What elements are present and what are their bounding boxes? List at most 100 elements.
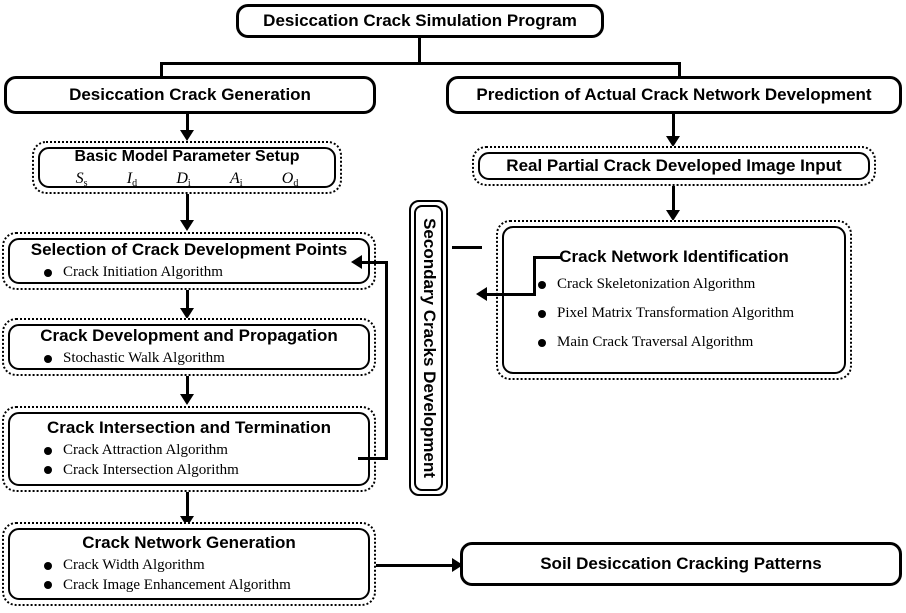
arrowhead-output xyxy=(452,558,463,572)
connector-right-1 xyxy=(672,114,675,140)
network-generation-bullets: Crack Width Algorithm Crack Image Enhanc… xyxy=(10,556,368,596)
list-item: Main Crack Traversal Algorithm xyxy=(504,333,844,353)
bullet-dot-icon xyxy=(538,281,546,290)
node-secondary-cracks-development: Secondary Cracks Development xyxy=(409,200,448,496)
node-crack-network-identification: Crack Network Identification Crack Skele… xyxy=(496,220,852,380)
connector-split-right xyxy=(678,62,681,78)
bullet-dot-icon xyxy=(44,561,52,570)
node-basic-model-parameter-setup: Basic Model Parameter Setup Ss Id Di Ai … xyxy=(32,141,342,194)
left-branch-box: Desiccation Crack Generation xyxy=(4,76,376,114)
intersection-bullets: Crack Attraction Algorithm Crack Interse… xyxy=(10,441,368,481)
list-item: Crack Image Enhancement Algorithm xyxy=(10,576,368,596)
list-item: Crack Width Algorithm xyxy=(10,556,368,576)
param-symbol-Id: Id xyxy=(126,169,138,188)
param-symbol-Ss: Ss xyxy=(75,169,88,188)
image-input-title: Real Partial Crack Developed Image Input xyxy=(506,156,842,175)
identification-title: Crack Network Identification xyxy=(559,247,789,267)
connector-split-bar xyxy=(160,62,680,65)
output-box: Soil Desiccation Cracking Patterns xyxy=(460,542,902,586)
param-symbol-Di: Di xyxy=(176,169,191,188)
list-item: Crack Initiation Algorithm xyxy=(10,263,368,282)
connector-left-3 xyxy=(186,290,189,312)
bullet-dot-icon xyxy=(538,338,546,347)
development-title: Crack Development and Propagation xyxy=(40,325,338,345)
selection-title: Selection of Crack Development Points xyxy=(30,239,348,259)
arrowhead-left-1 xyxy=(180,130,194,141)
list-item: Pixel Matrix Transformation Algorithm xyxy=(504,304,844,324)
bullet-text: Crack Initiation Algorithm xyxy=(63,263,223,280)
connector-output-h xyxy=(376,564,460,567)
basic-model-title: Basic Model Parameter Setup xyxy=(74,147,300,165)
arrowhead-right-2 xyxy=(666,210,680,221)
arrowhead-ident-to-vert xyxy=(476,287,487,301)
bullet-dot-icon xyxy=(44,446,52,455)
connector-ident-stub xyxy=(533,256,561,259)
left-branch-title: Desiccation Crack Generation xyxy=(69,84,311,104)
connector-left-5 xyxy=(186,492,189,520)
basic-model-inner: Basic Model Parameter Setup Ss Id Di Ai … xyxy=(38,147,336,188)
list-item: Crack Skeletonization Algorithm xyxy=(504,275,844,295)
right-branch-title: Prediction of Actual Crack Network Devel… xyxy=(476,84,872,104)
bullet-text: Crack Width Algorithm xyxy=(63,556,205,573)
secondary-cracks-inner: Secondary Cracks Development xyxy=(414,205,443,491)
bullet-text: Stochastic Walk Algorithm xyxy=(63,349,225,366)
node-crack-network-generation: Crack Network Generation Crack Width Alg… xyxy=(2,522,376,606)
selection-inner: Selection of Crack Development Points Cr… xyxy=(8,238,370,284)
selection-bullets: Crack Initiation Algorithm xyxy=(10,263,368,282)
list-item: Stochastic Walk Algorithm xyxy=(10,349,368,368)
root-box: Desiccation Crack Simulation Program xyxy=(236,4,604,38)
arrowhead-feedback xyxy=(351,255,362,269)
parameter-symbol-row: Ss Id Di Ai Od xyxy=(40,169,334,188)
connector-left-4 xyxy=(186,376,189,398)
bullet-dot-icon xyxy=(44,268,52,277)
network-generation-title: Crack Network Generation xyxy=(82,532,296,552)
node-crack-intersection-and-termination: Crack Intersection and Termination Crack… xyxy=(2,406,376,492)
intersection-title: Crack Intersection and Termination xyxy=(46,417,332,437)
arrowhead-left-5 xyxy=(180,516,194,527)
node-selection-of-crack-development-points: Selection of Crack Development Points Cr… xyxy=(2,232,376,290)
intersection-inner: Crack Intersection and Termination Crack… xyxy=(8,412,370,486)
bullet-dot-icon xyxy=(538,309,546,318)
arrowhead-left-3 xyxy=(180,308,194,319)
arrowhead-left-2 xyxy=(180,220,194,231)
node-crack-development-and-propagation: Crack Development and Propagation Stocha… xyxy=(2,318,376,376)
node-root-program: Desiccation Crack Simulation Program xyxy=(236,4,604,38)
secondary-cracks-label: Secondary Cracks Development xyxy=(419,218,439,478)
root-title: Desiccation Crack Simulation Program xyxy=(263,10,577,30)
connector-ident-to-vert-h xyxy=(484,293,536,296)
bullet-dot-icon xyxy=(44,354,52,363)
param-symbol-Ai: Ai xyxy=(229,169,243,188)
connector-root-stem xyxy=(418,38,421,65)
bullet-text: Crack Skeletonization Algorithm xyxy=(557,276,756,293)
connector-ident-to-vert-v xyxy=(533,256,536,296)
bullet-text: Crack Intersection Algorithm xyxy=(63,461,239,478)
right-branch-box: Prediction of Actual Crack Network Devel… xyxy=(446,76,902,114)
node-left-branch: Desiccation Crack Generation xyxy=(4,76,376,114)
image-input-inner: Real Partial Crack Developed Image Input xyxy=(478,152,870,180)
network-generation-inner: Crack Network Generation Crack Width Alg… xyxy=(8,528,370,600)
connector-feedback-top xyxy=(360,261,388,264)
output-title: Soil Desiccation Cracking Patterns xyxy=(540,553,822,573)
bullet-text: Main Crack Traversal Algorithm xyxy=(557,333,754,350)
connector-feedback-vertical xyxy=(385,261,388,460)
development-inner: Crack Development and Propagation Stocha… xyxy=(8,324,370,370)
list-item: Crack Intersection Algorithm xyxy=(10,461,368,481)
connector-left-2 xyxy=(186,194,189,224)
bullet-dot-icon xyxy=(44,466,52,475)
node-soil-desiccation-cracking-patterns: Soil Desiccation Cracking Patterns xyxy=(460,542,902,586)
arrowhead-left-4 xyxy=(180,394,194,405)
bullet-text: Pixel Matrix Transformation Algorithm xyxy=(557,305,795,322)
connector-vert-side-stub xyxy=(452,246,482,249)
param-symbol-Od: Od xyxy=(281,169,299,188)
development-bullets: Stochastic Walk Algorithm xyxy=(10,349,368,368)
connector-right-2 xyxy=(672,186,675,214)
bullet-text: Crack Image Enhancement Algorithm xyxy=(63,576,291,593)
bullet-dot-icon xyxy=(44,581,52,590)
node-real-partial-crack-image-input: Real Partial Crack Developed Image Input xyxy=(472,146,876,186)
arrowhead-right-1 xyxy=(666,136,680,147)
connector-left-1 xyxy=(186,114,189,132)
identification-inner: Crack Network Identification Crack Skele… xyxy=(502,226,846,374)
list-item: Crack Attraction Algorithm xyxy=(10,441,368,461)
connector-feedback-bottom xyxy=(358,457,388,460)
